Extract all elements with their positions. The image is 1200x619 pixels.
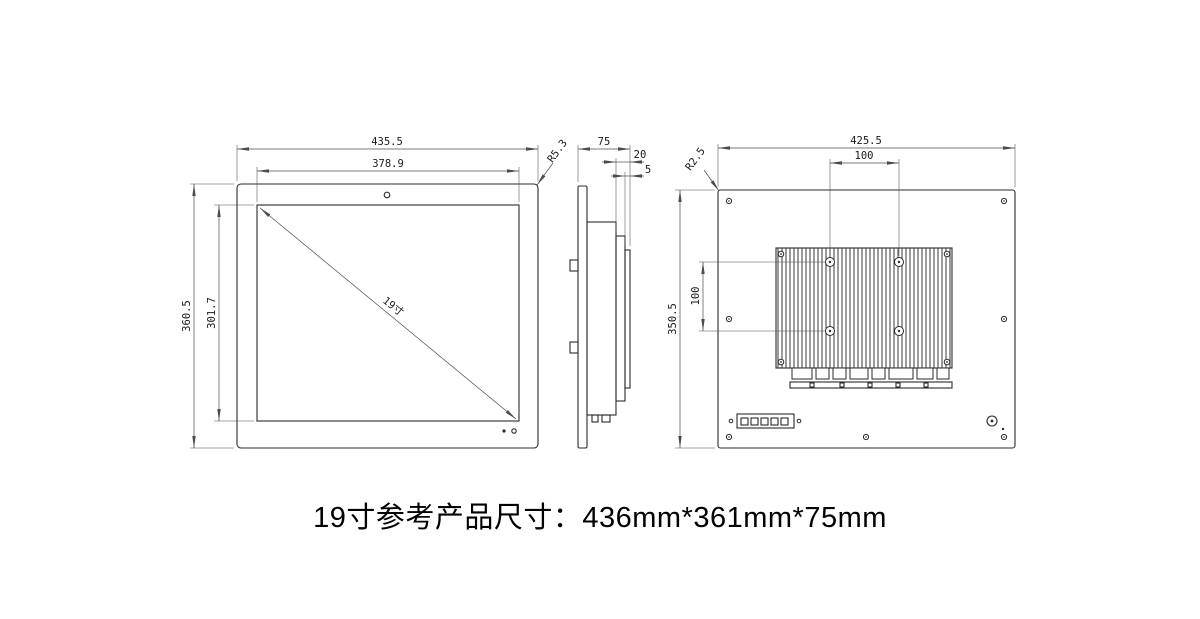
dim-rear-vesa-vertical: 100 — [690, 287, 702, 306]
caption-text: 19寸参考产品尺寸：436mm*361mm*75mm — [313, 502, 887, 534]
rear-dim-vesa-horizontal: 100 — [829, 150, 900, 256]
side-dim-depth: 75 — [577, 136, 631, 246]
front-bezel — [236, 183, 539, 449]
dim-rear-outer-width: 425.5 — [850, 135, 882, 147]
terminal-block — [728, 413, 802, 429]
front-indicator-led — [502, 429, 506, 433]
front-camera-hole — [383, 191, 391, 199]
rear-radius-callout: R2.5 — [683, 145, 720, 192]
side-bottom-connector-1 — [591, 414, 599, 423]
power-led — [1001, 427, 1005, 431]
dim-front-diagonal: 19寸 — [380, 294, 406, 319]
side-view: 75 20 5 — [569, 136, 651, 449]
front-view: 435.5 378.9 360.5 301.7 19寸 R5.3 — [181, 136, 570, 449]
rear-panel — [717, 189, 1016, 449]
front-dim-outer-height: 360.5 — [181, 183, 234, 449]
side-dim-step: 20 — [602, 149, 646, 232]
dim-rear-outer-height: 350.5 — [667, 303, 679, 335]
vesa-holes — [825, 257, 904, 336]
front-outline — [236, 183, 539, 449]
side-chassis — [586, 221, 617, 416]
side-dim-lip: 5 — [611, 164, 651, 246]
dim-front-outer-width: 435.5 — [371, 136, 403, 148]
front-dim-screen-width: 378.9 — [256, 158, 520, 202]
dim-rear-vesa-horizontal: 100 — [855, 150, 874, 162]
rear-dim-outer-width: 425.5 — [717, 135, 1016, 187]
dim-front-screen-height: 301.7 — [206, 297, 218, 329]
dim-front-outer-height: 360.5 — [181, 300, 193, 332]
side-mount-clamp-bottom — [569, 341, 579, 354]
front-dim-screen-height: 301.7 — [206, 204, 254, 422]
dim-rear-corner-radius: R2.5 — [683, 145, 708, 173]
io-bracket-bar — [789, 381, 953, 389]
side-rear-lip — [624, 249, 631, 389]
front-dim-outer-width: 435.5 — [236, 136, 539, 181]
rear-outline — [717, 189, 1016, 449]
side-rear-step — [615, 235, 626, 402]
dim-front-screen-width: 378.9 — [372, 158, 404, 170]
front-sensor-dot — [511, 428, 517, 434]
heatsink-fins — [776, 248, 952, 368]
dim-side-lip: 5 — [645, 164, 651, 176]
rear-dim-vesa-vertical: 100 — [690, 261, 825, 332]
side-outline — [569, 185, 631, 449]
side-front-panel — [577, 185, 588, 449]
side-bottom-connector-2 — [601, 414, 611, 423]
io-port-row — [789, 367, 953, 389]
power-button — [986, 415, 1005, 431]
front-dim-diagonal: 19寸 — [259, 207, 517, 420]
front-radius-callout: R5.3 — [536, 137, 570, 186]
dim-front-corner-radius: R5.3 — [545, 137, 570, 165]
heatsink-screws — [777, 250, 951, 366]
side-mount-clamp-top — [569, 259, 579, 272]
rear-dim-outer-height: 350.5 — [667, 189, 715, 449]
perimeter-screws — [725, 197, 1008, 441]
rear-view: 425.5 350.5 R2.5 100 100 — [667, 135, 1016, 449]
front-screen — [256, 204, 520, 422]
dim-side-depth: 75 — [598, 136, 611, 148]
dim-side-step: 20 — [634, 149, 647, 161]
